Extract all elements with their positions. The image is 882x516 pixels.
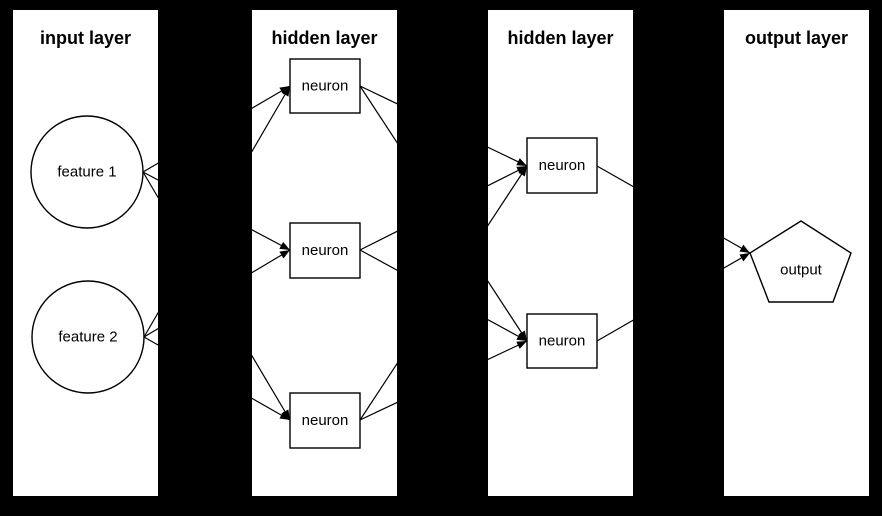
node-h2-neuron-2: [526, 313, 598, 369]
edge-h2-neuron-2-to-output-node: [596, 252, 751, 342]
edge-feature-2-to-h1-neuron-3: [143, 336, 291, 421]
node-label-h1-neuron-3: neuron: [302, 412, 349, 429]
panel-title-input-layer: input layer: [39, 28, 132, 48]
node-label-h2-neuron-1: neuron: [539, 157, 586, 174]
node-label-h1-neuron-2: neuron: [302, 242, 349, 259]
node-label-feature-1: feature 1: [57, 164, 116, 181]
panel-hidden-layer-2: hidden layer: [488, 10, 633, 496]
edge-h1-neuron-3-to-h2-neuron-1: [359, 165, 528, 421]
edge-h2-neuron-1-to-output-node: [596, 165, 751, 254]
panel-input-layer: input layer: [13, 10, 158, 496]
node-output-node: [749, 220, 852, 303]
node-label-h1-neuron-1: neuron: [302, 78, 349, 95]
edge-h1-neuron-1-to-h2-neuron-1: [359, 85, 528, 167]
edge-feature-2-to-h1-neuron-2: [143, 249, 291, 338]
edge-feature-1-to-h1-neuron-2: [142, 171, 291, 251]
node-feature-1: [30, 115, 144, 229]
panel-title-output-layer: output layer: [744, 28, 848, 48]
node-h2-neuron-1: [526, 137, 598, 194]
edge-h1-neuron-1-to-h2-neuron-2: [359, 85, 528, 342]
node-h1-neuron-2: [289, 222, 361, 279]
node-feature-2: [31, 280, 145, 394]
edge-h1-neuron-2-to-h2-neuron-1: [359, 165, 528, 251]
edge-h1-neuron-3-to-h2-neuron-2: [359, 340, 528, 421]
edge-feature-2-to-h1-neuron-1: [143, 85, 291, 338]
edge-feature-1-to-h1-neuron-3: [142, 171, 291, 421]
node-h1-neuron-3: [289, 392, 361, 449]
node-label-h2-neuron-2: neuron: [539, 333, 586, 350]
node-label-feature-2: feature 2: [58, 329, 117, 346]
panel-title-hidden-layer-2: hidden layer: [507, 28, 614, 48]
panel-title-hidden-layer-1: hidden layer: [271, 28, 378, 48]
node-h1-neuron-1: [289, 58, 361, 114]
edge-h1-neuron-2-to-h2-neuron-2: [359, 249, 528, 342]
node-label-output-node: output: [780, 262, 823, 279]
edge-feature-1-to-h1-neuron-1: [142, 85, 291, 173]
